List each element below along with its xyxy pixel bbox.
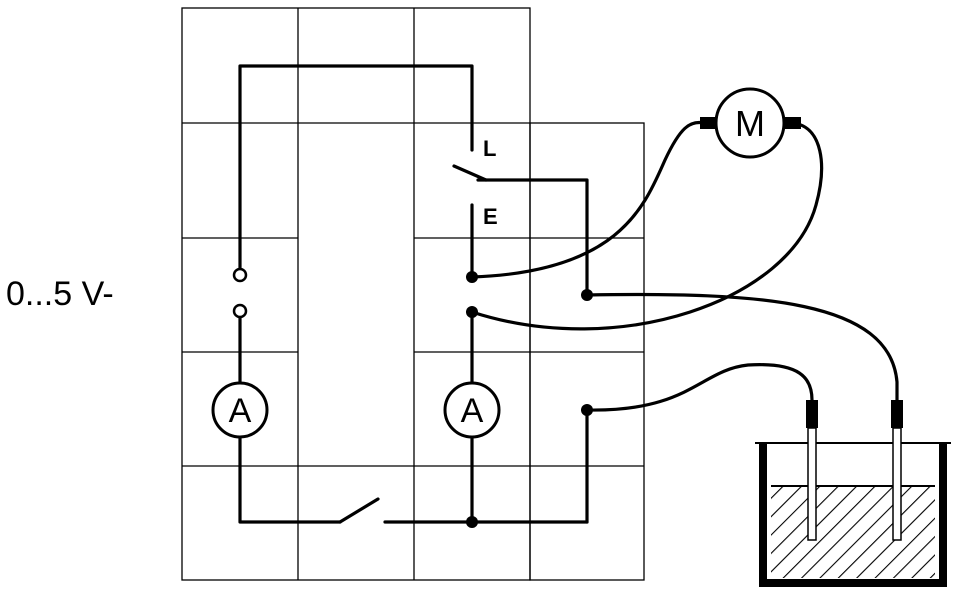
circuit-wires <box>238 64 899 524</box>
switch-label-e: E <box>483 204 498 229</box>
electrode-right <box>892 427 902 541</box>
supply-socket-bottom <box>232 303 248 319</box>
electrode-left <box>807 427 817 541</box>
junction-dot <box>581 289 593 301</box>
bottom-left-wire <box>238 434 342 524</box>
electrode-right-lead <box>585 292 899 402</box>
board-grid <box>181 7 645 581</box>
bottom-switch-blade <box>338 497 380 524</box>
ammeter-right-symbol: A <box>461 392 484 430</box>
motor-symbol: M <box>735 103 765 144</box>
ammeter-left-body <box>211 381 269 439</box>
switch-label-l: L <box>483 136 496 161</box>
ammeter-left-symbol: A <box>229 392 252 430</box>
supply-voltage-label: 0...5 V- <box>6 275 114 313</box>
motor-left-plug <box>700 117 716 129</box>
switch-to-node-wire <box>476 178 589 297</box>
terminals <box>232 267 593 528</box>
electrode-right-clip <box>891 400 903 428</box>
supply-top-wire <box>238 64 474 271</box>
electrode-left-clip <box>806 400 818 428</box>
junction-dot <box>466 516 478 528</box>
ammeter-left: A <box>211 381 269 439</box>
electrolysis-vessel <box>755 400 951 587</box>
electrode-left-lead <box>585 363 814 412</box>
ammeter-right: A <box>443 381 501 439</box>
motor: M <box>700 87 801 159</box>
motor-right-lead <box>470 122 824 331</box>
junction-dot <box>581 404 593 416</box>
switch-l-blade <box>452 164 488 182</box>
junction-dot <box>466 306 478 318</box>
motor-left-lead <box>470 120 706 279</box>
motor-right-plug <box>785 117 801 129</box>
electrolyte-liquid <box>771 486 935 578</box>
junction-dot <box>466 271 478 283</box>
vessel-walls <box>759 443 947 587</box>
motor-body <box>714 87 786 159</box>
ammeter-right-body <box>443 381 501 439</box>
supply-socket-top <box>232 267 248 283</box>
